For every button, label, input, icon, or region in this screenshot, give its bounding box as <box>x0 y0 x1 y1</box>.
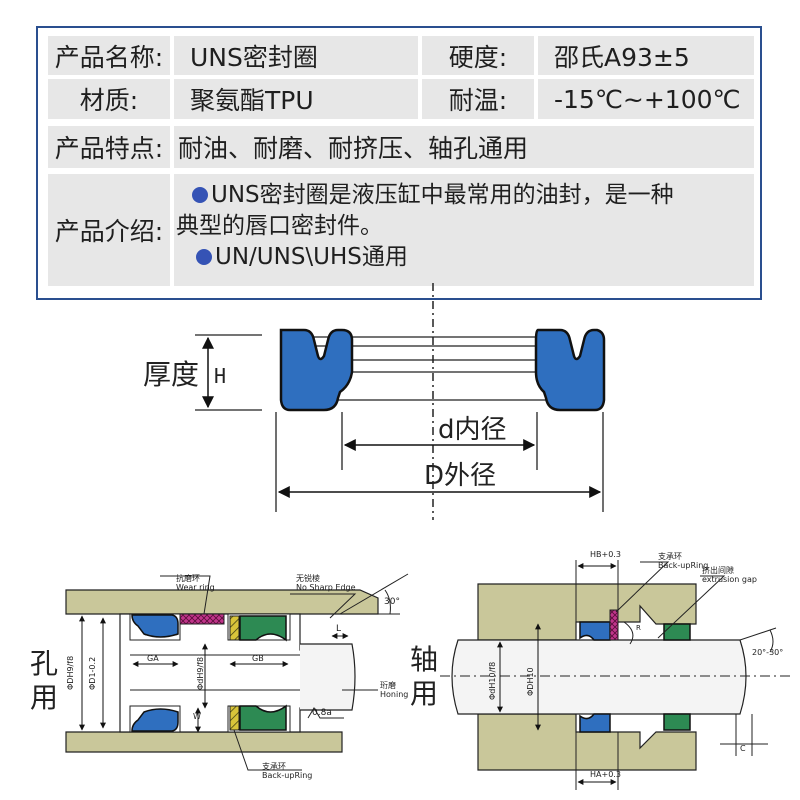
features-value: 耐油、耐磨、耐挤压、轴孔通用 <box>174 126 754 168</box>
name-value: UNS密封圈 <box>174 36 418 75</box>
hb-label: HB+0.3 <box>590 550 621 559</box>
name-label: 产品名称: <box>48 36 170 75</box>
intro-label: 产品介绍: <box>48 174 170 286</box>
bullet-icon <box>192 187 208 203</box>
no-sharp-edge-label: 无锐棱 No Sharp Edge <box>296 574 356 592</box>
intro-line-2: 典型的唇口密封件。 <box>176 213 383 239</box>
intro-line-1: UNS密封圈是液压缸中最常用的油封，是一种 <box>174 180 754 211</box>
bore-installation-diagram <box>65 573 409 771</box>
d1-diameter-label: ΦD1-0.2 <box>88 656 97 690</box>
spec-table: 产品名称: UNS密封圈 硬度: 邵氏A93±5 材质: 聚氨酯TPU 耐温: … <box>36 26 762 300</box>
roughness-label: 0.8a <box>312 708 332 718</box>
ha-label: HA+0.3 <box>590 770 621 779</box>
features-label: 产品特点: <box>48 126 170 168</box>
intro-line-3: UN/UNS\UHS通用 <box>174 242 754 273</box>
wear-ring-label: 抗磨环 Wear ring <box>176 574 215 592</box>
bore-side-label-1: 孔 <box>30 647 59 680</box>
material-label: 材质: <box>48 79 170 119</box>
rod-angle-label: 20°-30° <box>752 648 784 657</box>
bore-side-label-2: 用 <box>30 681 59 714</box>
l-label: L <box>336 624 342 634</box>
right-seal-profile <box>534 328 606 412</box>
bore-diameter-label: ΦDH9/f8 <box>66 655 75 690</box>
gb-label: GB <box>252 654 264 663</box>
rod-side-label-2: 用 <box>410 677 439 710</box>
bore-backup-ring-label: 支承环 Back-upRing <box>262 762 313 780</box>
c-label: C <box>740 744 746 753</box>
rod-diameter-label: ΦdH10/f8 <box>488 661 497 700</box>
material-value: 聚氨酯TPU <box>174 79 418 119</box>
thickness-label: 厚度 <box>143 358 200 391</box>
outer-diameter-label: D外径 <box>424 461 497 491</box>
intro-text: UNS密封圈是液压缸中最常用的油封，是一种 典型的唇口密封件。 UN/UNS\U… <box>174 174 754 286</box>
bullet-icon <box>196 249 212 265</box>
rod-installation-diagram <box>440 560 790 790</box>
hardness-value: 邵氏A93±5 <box>538 36 754 75</box>
bore-rod-diameter-label: ΦdH9/f8 <box>196 656 205 690</box>
inner-diameter-label: d内径 <box>438 415 507 445</box>
bore-angle-label: 30° <box>384 597 400 607</box>
thickness-symbol: H <box>214 364 227 388</box>
rod-backup-ring-label: 支承环 Back-upRing <box>658 552 709 570</box>
extrusion-gap-label: 挤出间隙 extrusion gap <box>702 566 757 584</box>
rod-bore-diameter-label: ΦDH10 <box>526 667 535 696</box>
temp-value: -15℃~+100℃ <box>538 79 754 119</box>
ga-label: GA <box>147 654 159 663</box>
temp-label: 耐温: <box>422 79 534 119</box>
hardness-label: 硬度: <box>422 36 534 75</box>
w-label: W <box>193 712 201 721</box>
r-label: R <box>636 624 641 632</box>
honing-label: 珩磨 Honing <box>380 681 409 699</box>
left-seal-profile <box>279 328 354 412</box>
rod-side-label-1: 轴 <box>410 643 439 676</box>
